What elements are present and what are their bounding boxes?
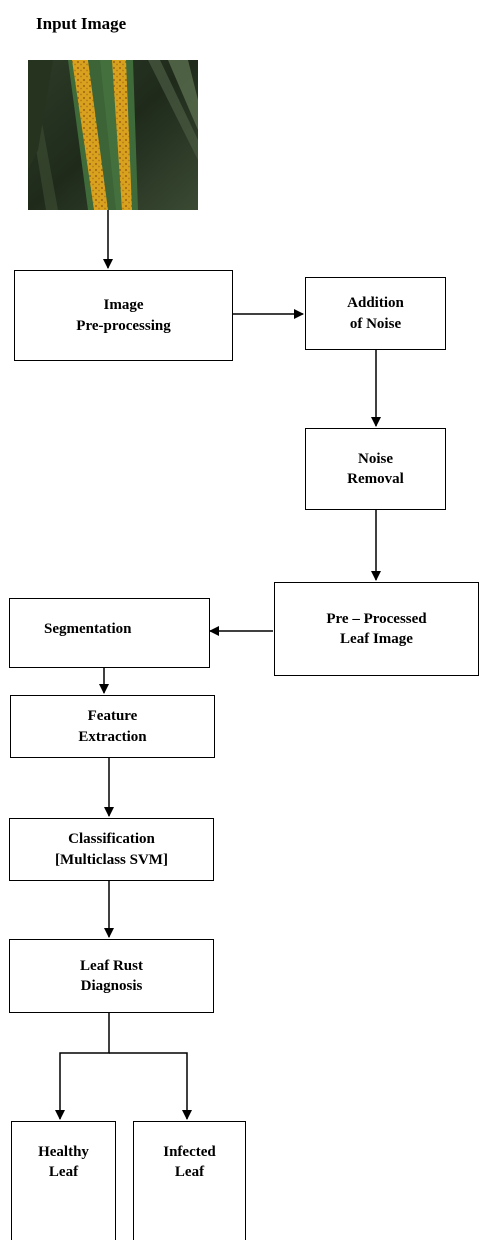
- connector-diagnosis-branch-right: [109, 1052, 192, 1120]
- classification-box: Classification [Multiclass SVM]: [9, 818, 214, 881]
- segmentation-box: Segmentation: [9, 598, 210, 668]
- input-leaf-image: [28, 60, 198, 210]
- infected-leaf-box: Infected Leaf: [133, 1121, 246, 1240]
- preprocessing-label: Image Pre-processing: [76, 297, 171, 334]
- preprocessing-box: Image Pre-processing: [14, 270, 233, 361]
- connector-diagnosis-branch: [55, 1013, 110, 1120]
- addition-of-noise-label: Addition of Noise: [347, 295, 404, 332]
- healthy-leaf-label: Healthy Leaf: [38, 1144, 89, 1181]
- diagram-title: Input Image: [36, 14, 127, 33]
- leaf-rust-diagnosis-box: Leaf Rust Diagnosis: [9, 939, 214, 1013]
- preprocessed-leaf-box: Pre – Processed Leaf Image: [274, 582, 479, 676]
- leaf-rust-diagnosis-label: Leaf Rust Diagnosis: [80, 957, 143, 994]
- healthy-leaf-box: Healthy Leaf: [11, 1121, 116, 1240]
- segmentation-label: Segmentation: [44, 621, 132, 637]
- feature-extraction-label: Feature Extraction: [78, 708, 147, 745]
- feature-extraction-box: Feature Extraction: [10, 695, 215, 758]
- noise-removal-label: Noise Removal: [347, 450, 404, 487]
- noise-removal-box: Noise Removal: [305, 428, 446, 510]
- classification-label: Classification [Multiclass SVM]: [55, 831, 168, 868]
- infected-leaf-label: Infected Leaf: [163, 1144, 216, 1181]
- preprocessed-leaf-label: Pre – Processed Leaf Image: [326, 610, 427, 647]
- addition-of-noise-box: Addition of Noise: [305, 277, 446, 350]
